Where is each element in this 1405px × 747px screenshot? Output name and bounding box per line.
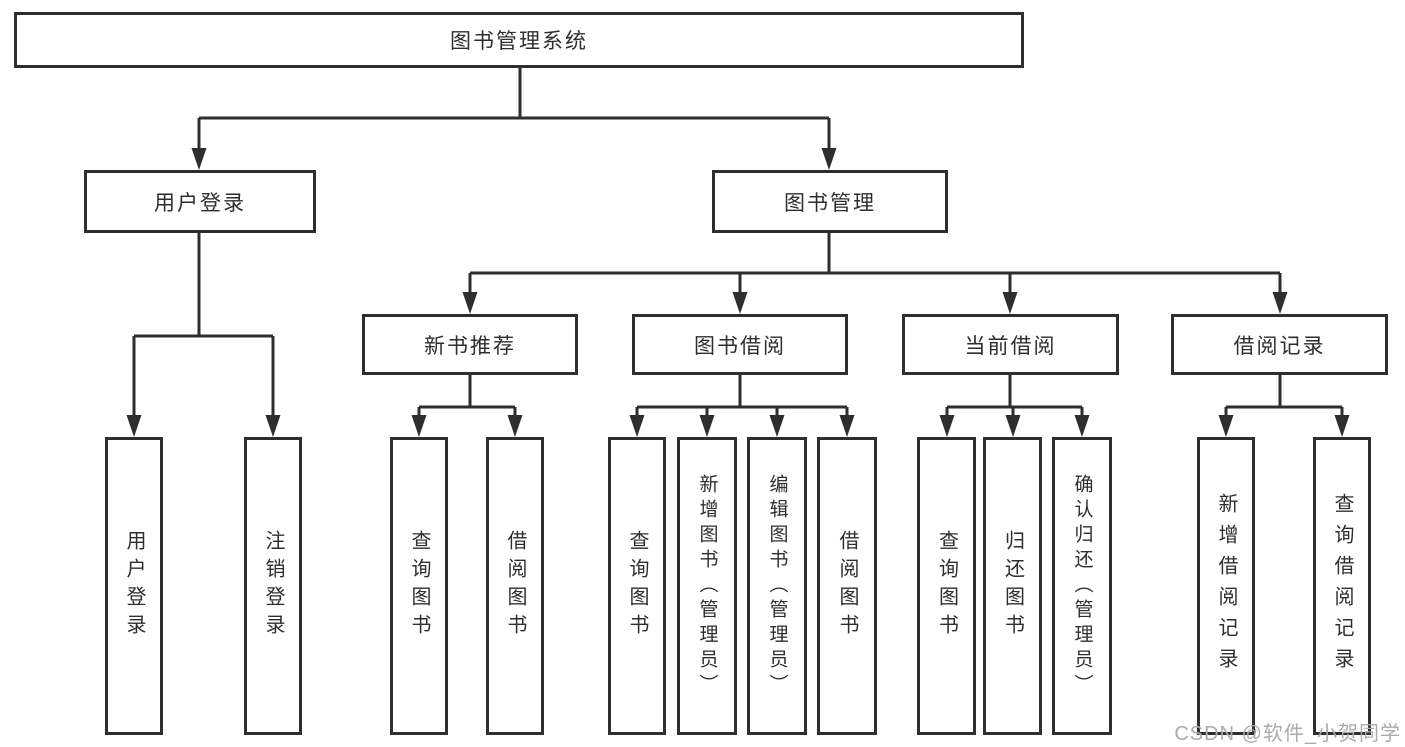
node-leaf-edit-books-admin: 编辑图书（管理员） [747,437,807,735]
node-leaf-query-books-2: 查询图书 [608,437,666,735]
node-leaf-return-books: 归还图书 [983,437,1042,735]
csdn-watermark: CSDN @软件_小贺同学 [1174,723,1401,745]
node-leaf-borrow-books-1: 借阅图书 [486,437,544,735]
node-book-borrow: 图书借阅 [632,314,848,375]
node-book-management: 图书管理 [712,170,948,233]
node-leaf-user-login: 用户登录 [105,437,163,735]
node-leaf-query-books-3: 查询图书 [917,437,976,735]
node-leaf-query-books-1: 查询图书 [390,437,448,735]
node-new-book-recommend: 新书推荐 [362,314,578,375]
node-leaf-confirm-return-admin: 确认归还（管理员） [1052,437,1112,735]
node-borrow-records: 借阅记录 [1171,314,1388,375]
arrowheads [126,148,1350,437]
node-leaf-add-borrow-record: 新增借阅记录 [1197,437,1255,735]
node-leaf-add-books-admin: 新增图书（管理员） [677,437,737,735]
node-leaf-query-borrow-record: 查询借阅记录 [1313,437,1371,735]
node-user-login: 用户登录 [84,170,316,233]
node-leaf-logout: 注销登录 [244,437,302,735]
node-leaf-borrow-books-2: 借阅图书 [817,437,877,735]
node-library-management-system: 图书管理系统 [14,12,1024,68]
node-current-borrow: 当前借阅 [902,314,1119,375]
